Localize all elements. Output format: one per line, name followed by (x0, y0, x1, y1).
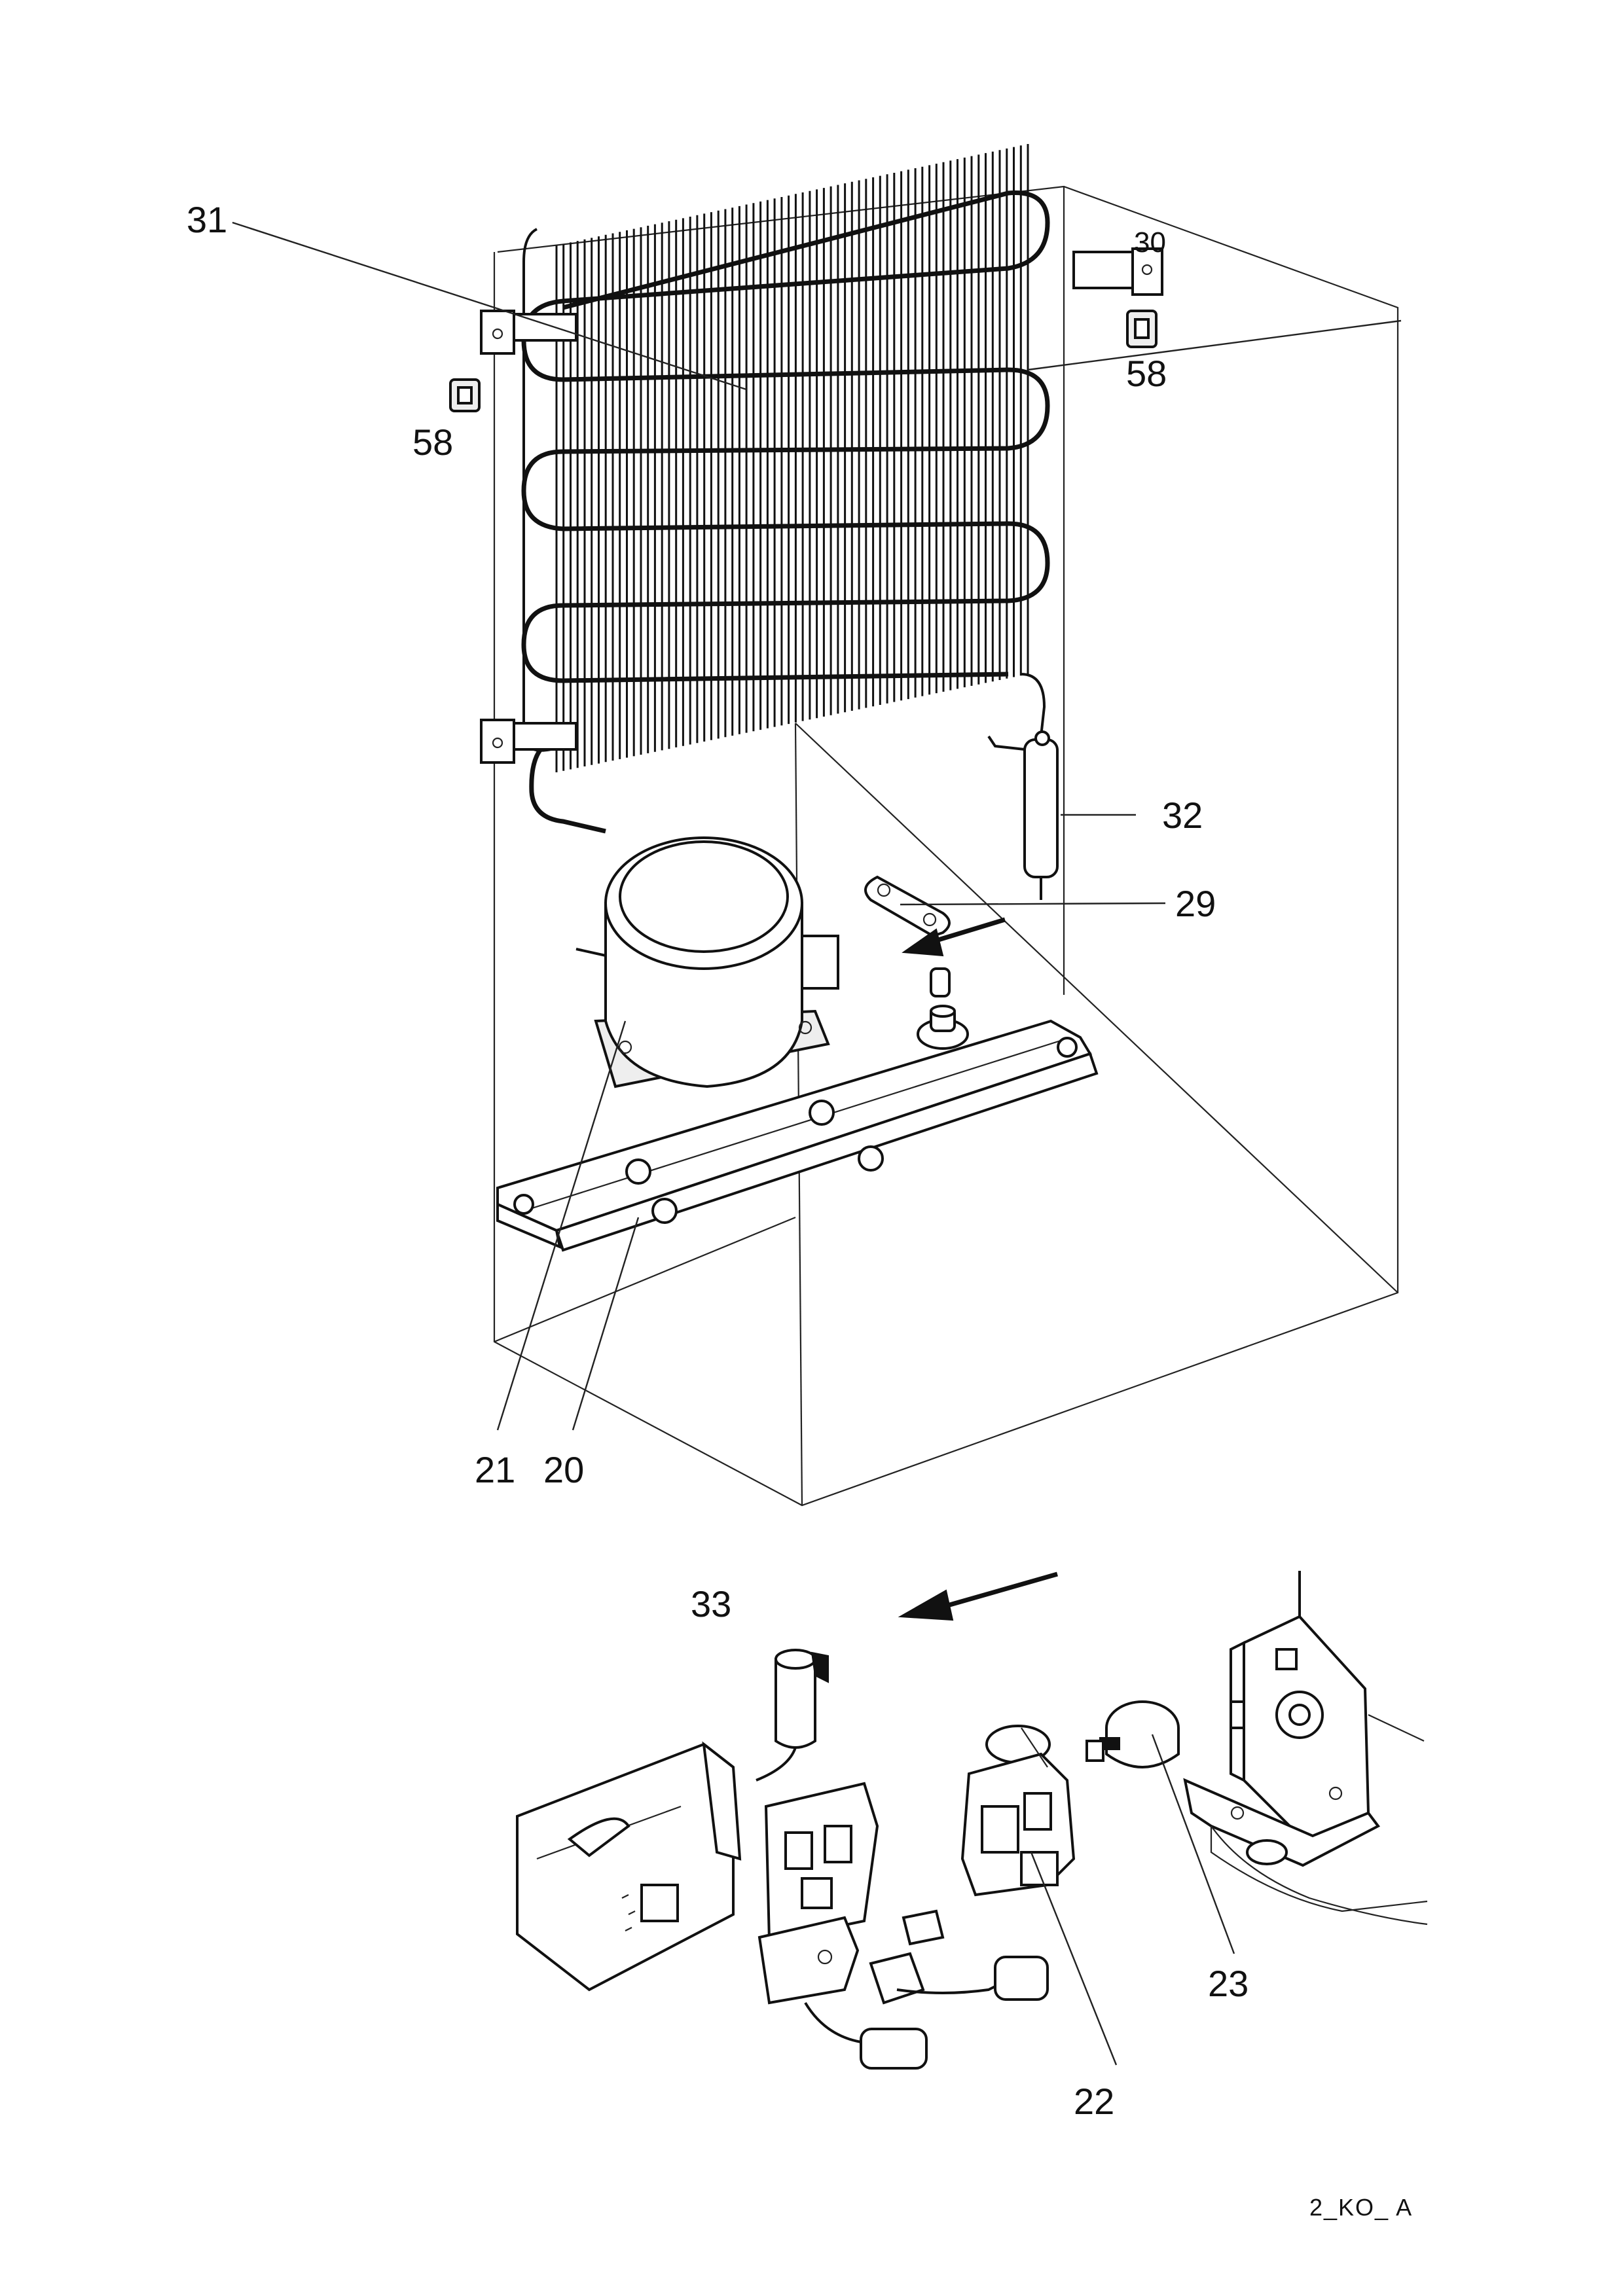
condenser-mount-clip-lower-left (480, 719, 577, 764)
compressor (575, 836, 839, 1088)
direction-arrow-upper (902, 917, 1006, 957)
label-30: 30 (1134, 226, 1166, 259)
base-rails (496, 1019, 1099, 1252)
cabinet-outline (493, 185, 1399, 1507)
filter-drier (987, 730, 1059, 900)
starter-relay-assembly (757, 1782, 1049, 2070)
label-22: 22 (1074, 2081, 1114, 2122)
leader-lines (232, 221, 1402, 2066)
label-23: 23 (1208, 1963, 1249, 2004)
direction-arrow-lower (898, 1571, 1058, 1621)
label-29: 29 (1175, 883, 1216, 924)
relay-cover (516, 1741, 742, 1992)
drawing-code: 2_KO_ A (1309, 2194, 1413, 2221)
part-30-holder-clip (1072, 247, 1163, 296)
label-20: 20 (543, 1449, 584, 1490)
condenser-mount-clip-upper-left (480, 310, 577, 355)
thermal-overload (1085, 1700, 1180, 1768)
label-21: 21 (475, 1449, 515, 1490)
label-31: 31 (187, 199, 227, 240)
capacitor (756, 1649, 829, 1782)
part-58-grommet-left (449, 378, 481, 412)
mounting-stud (930, 967, 951, 997)
relay-mounting-bracket (1183, 1571, 1428, 1926)
label-33: 33 (691, 1583, 731, 1624)
part-29-bracket (864, 875, 951, 938)
label-58-right: 58 (1126, 353, 1167, 394)
label-32: 32 (1162, 795, 1203, 836)
ptc-start-relay (960, 1725, 1076, 1897)
part-58-grommet-right (1126, 310, 1158, 348)
condenser-coil (521, 144, 1050, 834)
rubber-foot (917, 1005, 969, 1050)
label-58-left: 58 (412, 422, 453, 463)
part-labels: 31 30 58 58 32 29 21 20 33 23 22 2_KO_ A (187, 199, 1413, 2221)
